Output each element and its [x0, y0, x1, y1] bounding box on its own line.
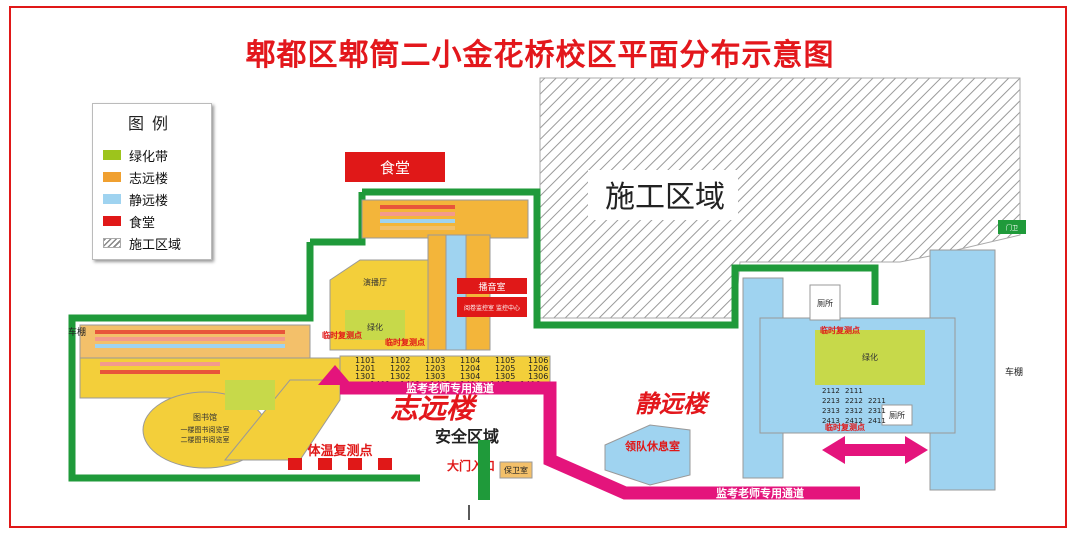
- jingyuan-swatch: [103, 194, 121, 204]
- map-frame: [9, 6, 1067, 528]
- greenbelt-swatch: [103, 150, 121, 160]
- legend-item-zhiyuan: 志远楼: [103, 168, 169, 187]
- construction-swatch: [103, 238, 121, 248]
- zhiyuan-swatch: [103, 172, 121, 182]
- map-title: 郫都区郫筒二小金花桥校区平面分布示意图: [245, 38, 835, 73]
- legend-label: 施工区域: [129, 237, 182, 253]
- canteen-swatch: [103, 216, 121, 226]
- legend-item-canteen: 食堂: [103, 212, 156, 231]
- legend-item-jingyuan: 静远楼: [103, 190, 169, 209]
- legend: 图例 绿化带 志远楼 静远楼 食堂 施工区域: [92, 103, 212, 260]
- legend-item-greenbelt: 绿化带: [103, 146, 169, 165]
- legend-label: 静远楼: [129, 193, 169, 209]
- legend-title: 图例: [127, 114, 176, 133]
- legend-item-construction: 施工区域: [103, 234, 182, 253]
- legend-label: 志远楼: [129, 171, 169, 187]
- legend-label: 食堂: [129, 215, 156, 231]
- legend-label: 绿化带: [129, 149, 169, 165]
